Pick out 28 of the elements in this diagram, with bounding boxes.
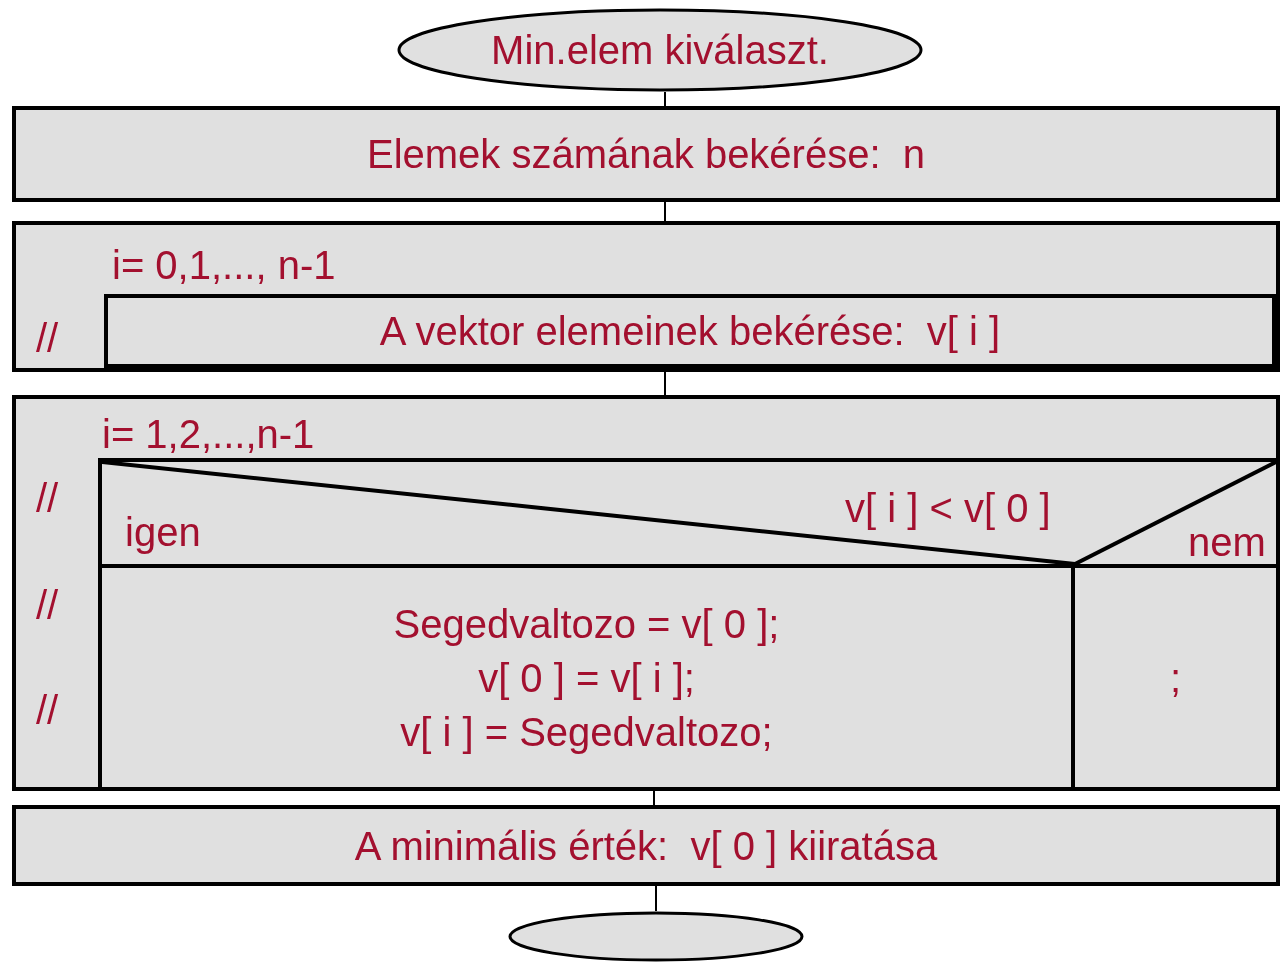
loop-block	[12, 395, 1280, 791]
statement-text: A vektor elemeinek bekérése: v[ i ]	[379, 311, 1001, 351]
terminal-ellipse	[397, 8, 923, 92]
parallel-mark: //	[36, 318, 59, 358]
branch-label: nem	[1188, 522, 1266, 562]
loop-condition: i= 0,1,..., n-1	[112, 245, 336, 285]
condition-label: v[ i ] < v[ 0 ]	[845, 488, 1051, 528]
connector-line	[653, 790, 655, 806]
connector-line	[664, 371, 666, 396]
terminal-label: Min.elem kiválaszt.	[491, 30, 829, 70]
statement-text: Segedvaltozo = v[ 0 ];	[393, 603, 780, 644]
branch-label: igen	[125, 512, 201, 552]
terminal-ellipse	[508, 911, 804, 962]
statement-text: A minimális érték: v[ 0 ] kiiratása	[354, 825, 938, 866]
statement-text: Elemek számának bekérése: n	[366, 134, 925, 174]
loop-block	[12, 221, 1280, 372]
statement-text: v[ i ] = Segedvaltozo;	[400, 711, 773, 752]
statement-text: v[ 0 ] = v[ i ];	[478, 657, 695, 698]
connector-line	[664, 91, 666, 107]
process-box	[12, 805, 1280, 886]
parallel-mark: //	[36, 690, 59, 730]
connector-line	[655, 885, 657, 912]
parallel-mark: //	[36, 585, 59, 625]
process-box	[12, 106, 1280, 202]
parallel-mark: //	[36, 478, 59, 518]
loop-condition: i= 1,2,...,n-1	[102, 414, 315, 454]
statement-text: ;	[1169, 657, 1182, 698]
connector-line	[664, 201, 666, 222]
